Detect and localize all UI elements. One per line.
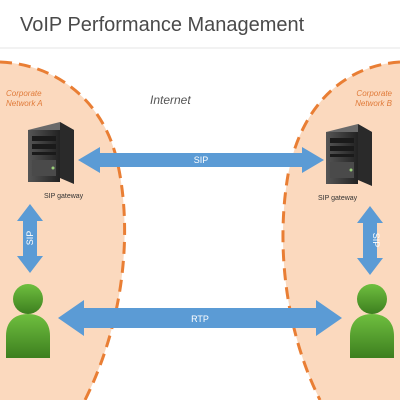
sip-gateway-arrow-label: SIP bbox=[194, 155, 209, 165]
sip-gateway-arrow: SIP bbox=[78, 147, 324, 173]
page-title: VoIP Performance Management bbox=[20, 14, 305, 36]
network-b-label-line1: Corporate bbox=[356, 89, 392, 98]
server-icon bbox=[28, 122, 74, 184]
rtp-user-arrow-label: RTP bbox=[191, 314, 209, 324]
title-bar: VoIP Performance Management bbox=[0, 0, 400, 49]
network-b-label-line2: Network B bbox=[355, 99, 393, 108]
network-a-border bbox=[0, 60, 127, 400]
sip-right-vertical-arrow-label: SIP bbox=[371, 233, 381, 248]
internet-label: Internet bbox=[150, 93, 191, 107]
sip-left-vertical-arrow-label: SIP bbox=[25, 231, 35, 246]
sip-left-vertical-arrow: SIP bbox=[17, 204, 43, 273]
network-a-label-line2: Network A bbox=[6, 99, 43, 108]
server-icon bbox=[326, 124, 372, 186]
user-icon bbox=[6, 284, 50, 358]
gateway-a-label: SIP gateway bbox=[44, 193, 84, 200]
sip-right-vertical-arrow: SIP bbox=[357, 206, 383, 275]
user-icon bbox=[350, 284, 394, 358]
network-a-label-line1: Corporate bbox=[6, 89, 42, 98]
gateway-b-label: SIP gateway bbox=[318, 195, 358, 202]
rtp-user-arrow: RTP bbox=[58, 300, 342, 336]
network-b-border bbox=[281, 60, 400, 400]
